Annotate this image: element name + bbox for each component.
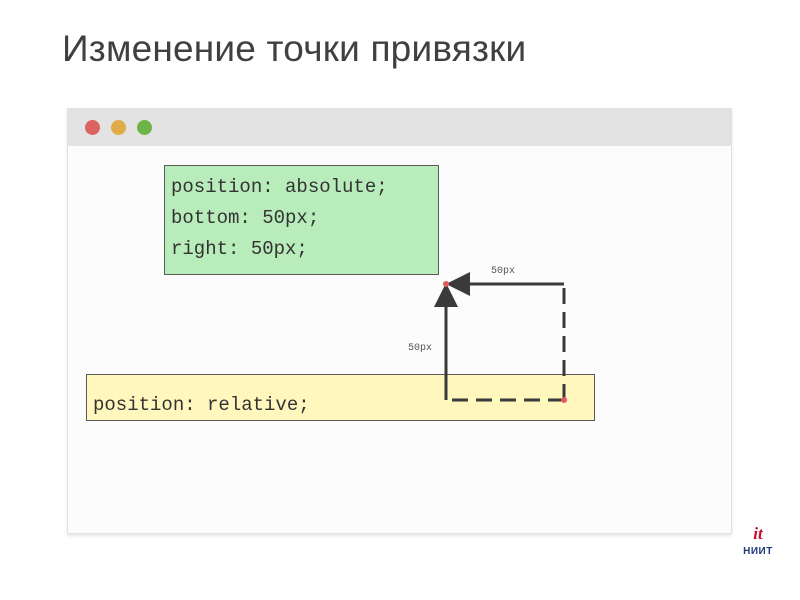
code-line-right: right: 50px; bbox=[171, 238, 308, 260]
code-line-position: position: absolute; bbox=[171, 176, 388, 198]
close-dot-icon bbox=[85, 120, 100, 135]
minimize-dot-icon bbox=[111, 120, 126, 135]
code-line-bottom: bottom: 50px; bbox=[171, 207, 320, 229]
code-line-relative: position: relative; bbox=[93, 394, 310, 416]
slide-title: Изменение точки привязки bbox=[62, 28, 527, 69]
browser-titlebar bbox=[68, 109, 731, 146]
logo-name: НИИТ bbox=[743, 546, 773, 557]
logo-mark: it bbox=[753, 524, 763, 543]
absolute-positioned-box: position: absolute; bottom: 50px; right:… bbox=[164, 165, 439, 275]
relative-positioned-box: position: relative; bbox=[86, 374, 595, 421]
niit-logo: it НИИТ bbox=[738, 524, 778, 560]
maximize-dot-icon bbox=[137, 120, 152, 135]
